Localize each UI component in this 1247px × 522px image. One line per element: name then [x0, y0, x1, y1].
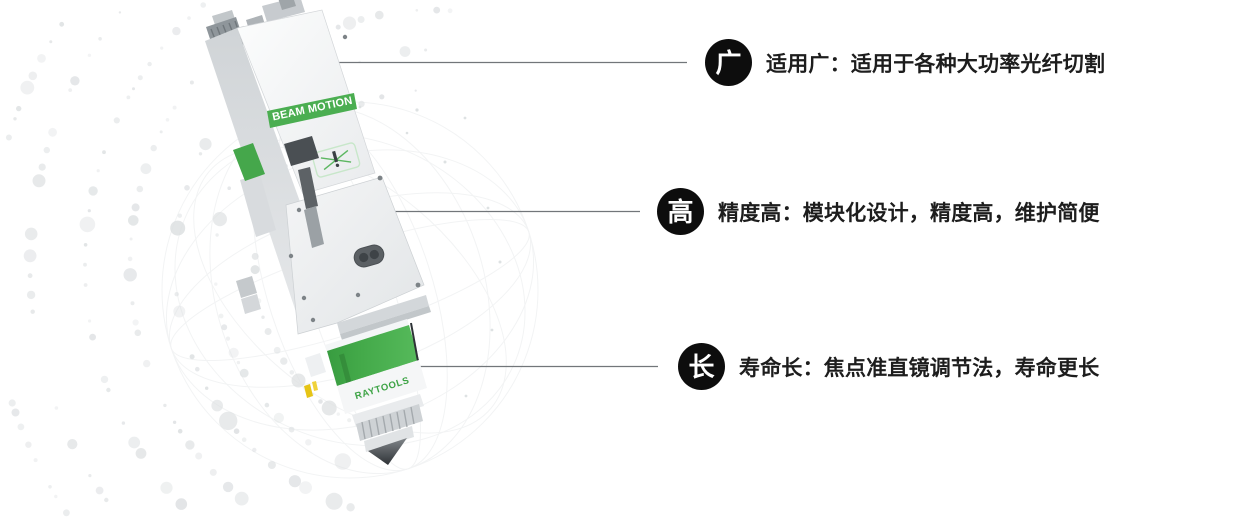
- dark-bracket: [284, 136, 319, 166]
- green-module-top-edge: [325, 319, 409, 351]
- beam-motion-band: [267, 93, 357, 128]
- green-module: [327, 325, 419, 386]
- yellow-mark-2: [312, 381, 318, 391]
- feature-callout-2: 高 精度高：模块化设计，精度高，维护简便: [657, 188, 1100, 235]
- laser-head-illustration: BEAM MOTION: [205, 0, 431, 465]
- feature-text-1: 适用广：适用于各种大功率光纤切割: [766, 52, 1106, 76]
- yellow-mark: [304, 384, 313, 398]
- screws: [288, 34, 421, 323]
- gray-rail: [304, 206, 324, 248]
- feature-badge-2: 高: [657, 188, 704, 235]
- feature-badge-char-2: 高: [667, 196, 694, 227]
- nozzle-ring: [356, 404, 423, 441]
- brand-label-plate: [337, 360, 427, 414]
- side-tab-2: [241, 294, 261, 314]
- nozzle-collar: [352, 394, 424, 427]
- dark-rail: [298, 167, 318, 209]
- green-module-slot: [339, 353, 352, 386]
- feature-callout-1: 广 适用广：适用于各种大功率光纤切割: [705, 39, 1105, 86]
- feature-badge-char-1: 广: [715, 47, 742, 78]
- oval-slot: [353, 244, 385, 268]
- feature-badge-3: 长: [678, 343, 725, 390]
- nozzle-ring-2: [364, 426, 414, 452]
- nozzle-ring-grooves: [361, 406, 415, 440]
- body-front-face: [236, 9, 376, 195]
- alignment-icon: [311, 142, 361, 178]
- feature-text-2: 精度高：模块化设计，精度高，维护简便: [718, 201, 1100, 225]
- green-side-patch: [233, 143, 265, 181]
- feature-callout-3: 长 寿命长：焦点准直镜调节法，寿命更长: [678, 343, 1099, 390]
- side-tab-1: [236, 276, 257, 298]
- lower-plate-bevel: [337, 295, 429, 334]
- lower-plate-bevel-shadow: [340, 306, 431, 340]
- nozzle-cone: [368, 438, 407, 465]
- feature-text-3: 寿命长：焦点准直镜调节法，寿命更长: [739, 356, 1100, 380]
- feature-badge-1: 广: [705, 39, 752, 86]
- white-tab: [305, 353, 326, 377]
- top-knob: [278, 0, 296, 10]
- feature-badge-char-3: 长: [688, 351, 715, 382]
- left-block: [240, 174, 276, 237]
